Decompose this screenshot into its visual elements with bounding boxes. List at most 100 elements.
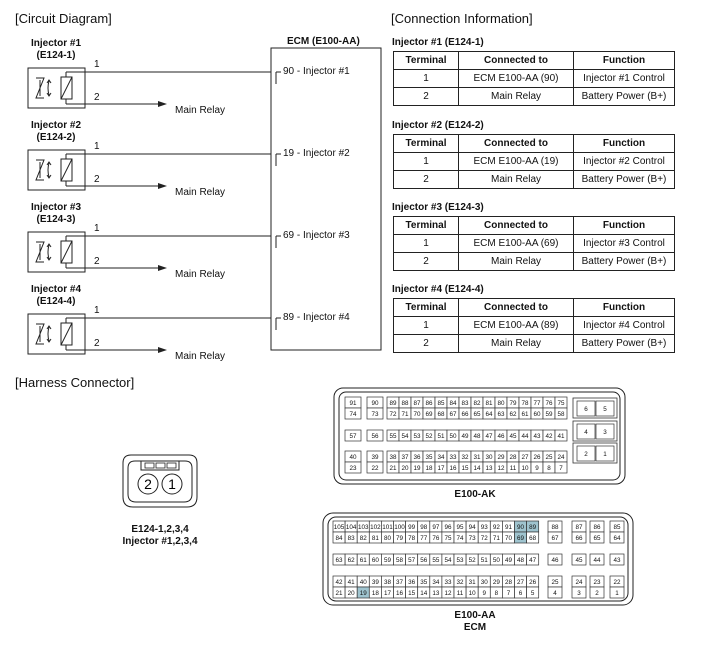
ecm-title: ECM (E100-AA) <box>287 36 360 47</box>
aa-pin-label: 73 <box>469 535 477 542</box>
aa-pin-label: 20 <box>348 590 356 597</box>
aa-pin-label: 49 <box>505 557 513 564</box>
ak-pin-label: 44 <box>521 433 529 440</box>
ak-connector-label: E100-AK <box>454 489 496 500</box>
ak-pin <box>554 429 568 442</box>
aa-pin-label: 70 <box>505 535 513 542</box>
aa-pin-label: 62 <box>348 557 356 564</box>
ak-pin-label: 5 <box>603 406 607 413</box>
ecm-box <box>270 47 382 351</box>
ak-pin-label: 37 <box>401 454 409 461</box>
ak-pin-label: 41 <box>557 433 565 440</box>
aa-pin-label: 44 <box>593 557 601 564</box>
table-cell: Battery Power (B+) <box>573 252 675 271</box>
aa-pin-label: 35 <box>420 579 428 586</box>
aa-pin-label: 31 <box>469 579 477 586</box>
injector-2-pin1: 1 <box>94 141 100 152</box>
aa-pin-label: 51 <box>481 557 489 564</box>
circuit-diagram-heading: [Circuit Diagram] <box>15 11 112 26</box>
ak-pin-label: 83 <box>461 400 469 407</box>
ak-pin-label: 42 <box>545 433 553 440</box>
ak-pin-label: 75 <box>557 400 565 407</box>
ak-pin <box>366 461 384 474</box>
injector-3-name: Injector #3 <box>30 202 82 213</box>
aa-pin-label: 64 <box>613 535 621 542</box>
ak-pin <box>554 407 568 420</box>
injector-2-pin2: 2 <box>94 174 100 185</box>
ak-pin-label: 1 <box>603 451 607 458</box>
injector-connector-label: E124-1,2,3,4 <box>131 524 189 535</box>
ak-pin <box>344 407 362 420</box>
injector-1-name: Injector #1 <box>30 38 82 49</box>
ak-pin <box>366 429 384 442</box>
aa-pin <box>609 531 625 544</box>
table-title-2: Injector #2 (E124-2) <box>392 120 484 131</box>
aa-pin-label: 71 <box>493 535 501 542</box>
ak-pin-label: 59 <box>545 411 553 418</box>
aa-pin-label: 18 <box>372 590 380 597</box>
injector-3-symbol <box>27 231 86 273</box>
aa-pin-label: 68 <box>529 535 537 542</box>
injector-2-name: Injector #2 <box>30 120 82 131</box>
aa-pin-label: 45 <box>575 557 583 564</box>
injector-4-pin2: 2 <box>94 338 100 349</box>
harness-connector-heading: [Harness Connector] <box>15 375 135 390</box>
ak-pin-label: 4 <box>584 429 588 436</box>
injector-connector-pin-label: 2 <box>144 476 152 492</box>
aa-pin-label: 79 <box>396 535 404 542</box>
ak-pin-label: 30 <box>485 454 493 461</box>
ak-pin-label: 51 <box>437 433 445 440</box>
ak-pin-label: 62 <box>509 411 517 418</box>
ak-pin-label: 61 <box>521 411 529 418</box>
aa-pin <box>571 531 587 544</box>
aa-pin-label: 17 <box>384 590 392 597</box>
aa-pin-label: 38 <box>384 579 392 586</box>
ak-pin-label: 27 <box>521 454 529 461</box>
ak-pin-label: 66 <box>461 411 469 418</box>
ak-pin-label: 69 <box>425 411 433 418</box>
aa-pin-label: 96 <box>444 524 452 531</box>
aa-pin-label: 89 <box>529 524 537 531</box>
aa-pin-label: 57 <box>408 557 416 564</box>
aa-pin-label: 74 <box>457 535 465 542</box>
table-cell: Main Relay <box>458 252 574 271</box>
aa-pin-label: 105 <box>334 524 345 531</box>
aa-pin-label: 87 <box>575 524 583 531</box>
ak-pin-label: 55 <box>389 433 397 440</box>
ak-pin-label: 82 <box>473 400 481 407</box>
ak-pin-label: 56 <box>371 433 379 440</box>
ak-pin-label: 90 <box>371 400 379 407</box>
injector-connector-pin <box>161 473 183 495</box>
aa-pin-label: 21 <box>336 590 344 597</box>
injector-2-code: (E124-2) <box>36 132 76 143</box>
ak-pin-label: 72 <box>389 411 397 418</box>
aa-pin-label: 67 <box>551 535 559 542</box>
table-cell: Main Relay <box>458 170 574 189</box>
aa-pin <box>526 553 540 566</box>
ak-pin-label: 18 <box>425 465 433 472</box>
aa-pin-label: 26 <box>529 579 537 586</box>
ak-pin-label: 29 <box>497 454 505 461</box>
ak-pin-label: 2 <box>584 451 588 458</box>
aa-pin-label: 59 <box>384 557 392 564</box>
ak-pin-label: 28 <box>509 454 517 461</box>
aa-pin-label: 100 <box>394 524 405 531</box>
aa-pin-label: 16 <box>396 590 404 597</box>
ak-pin-label: 73 <box>371 411 379 418</box>
injector-1-symbol <box>27 67 86 109</box>
connection-info-heading: [Connection Information] <box>391 11 533 26</box>
ak-pin-label: 67 <box>449 411 457 418</box>
ak-pin-label: 10 <box>521 465 529 472</box>
aa-pin-label: 30 <box>481 579 489 586</box>
aa-pin-label: 56 <box>420 557 428 564</box>
aa-pin-label: 27 <box>517 579 525 586</box>
ak-pin-label: 7 <box>559 465 563 472</box>
aa-pin-label: 94 <box>469 524 477 531</box>
aa-pin-label: 24 <box>575 579 583 586</box>
